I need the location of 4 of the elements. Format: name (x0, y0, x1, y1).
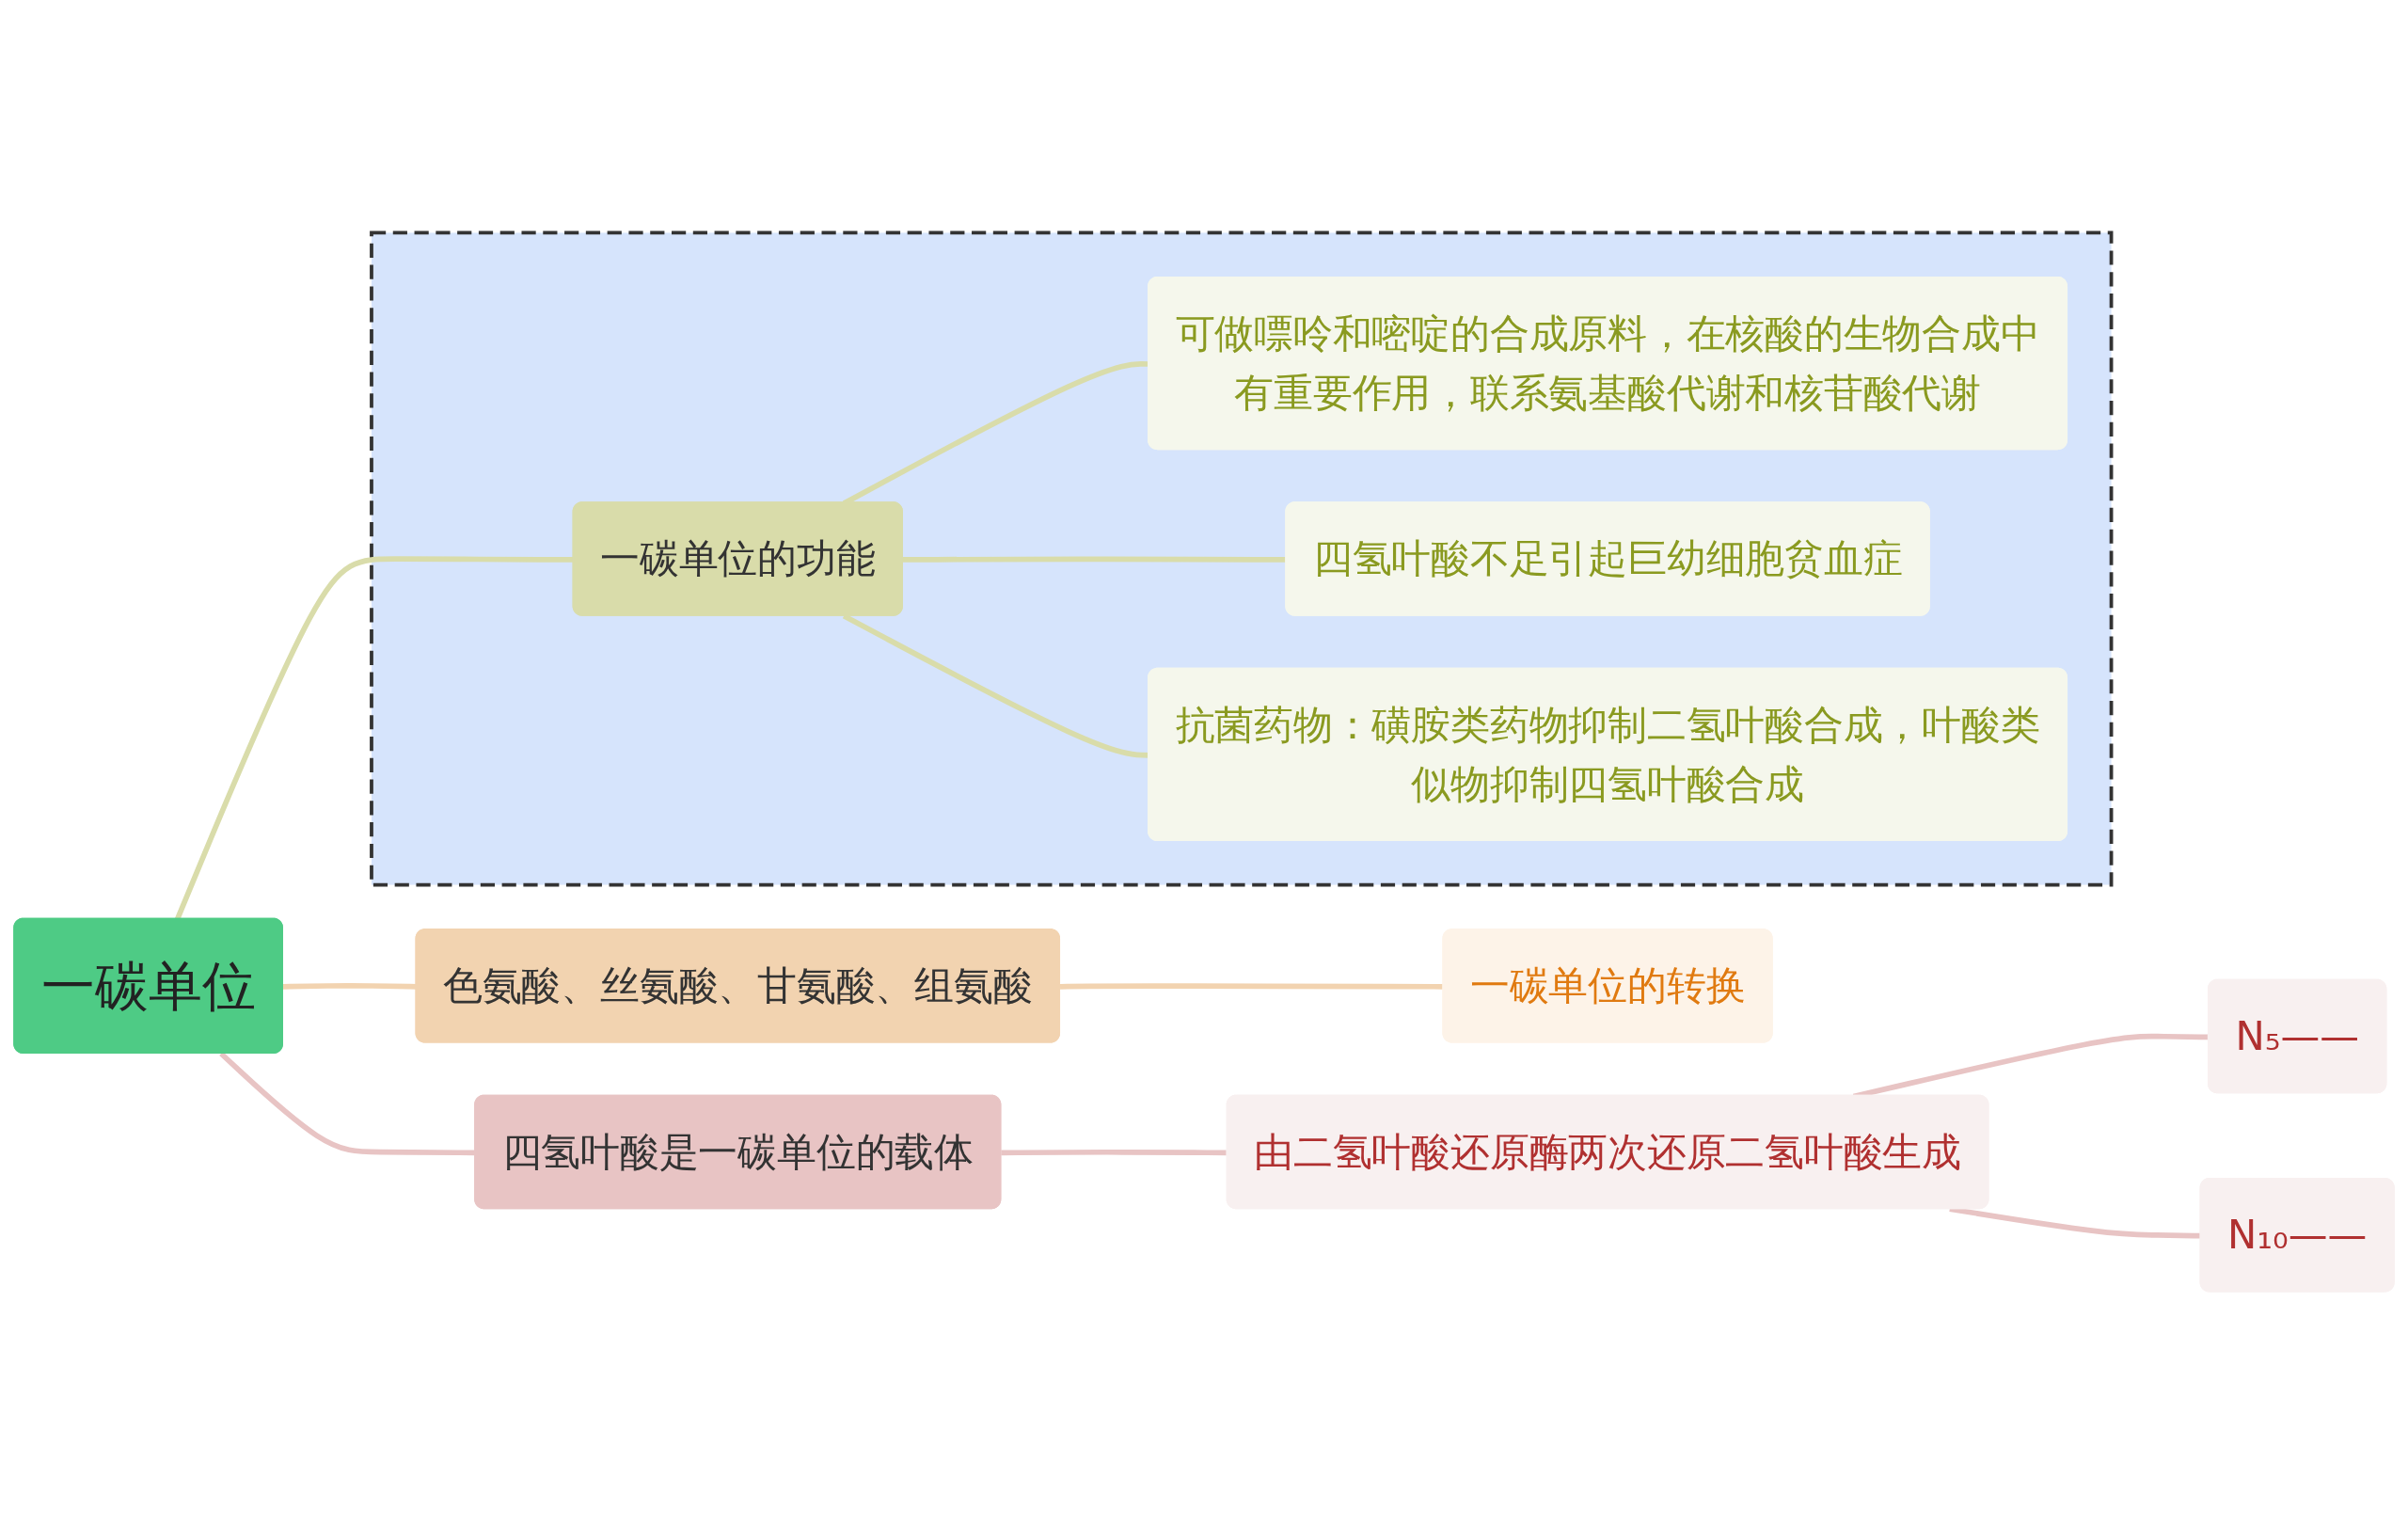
connector (282, 983, 418, 990)
connector (1001, 1149, 1228, 1156)
cluster (370, 230, 2114, 887)
connector (1949, 1206, 2202, 1239)
